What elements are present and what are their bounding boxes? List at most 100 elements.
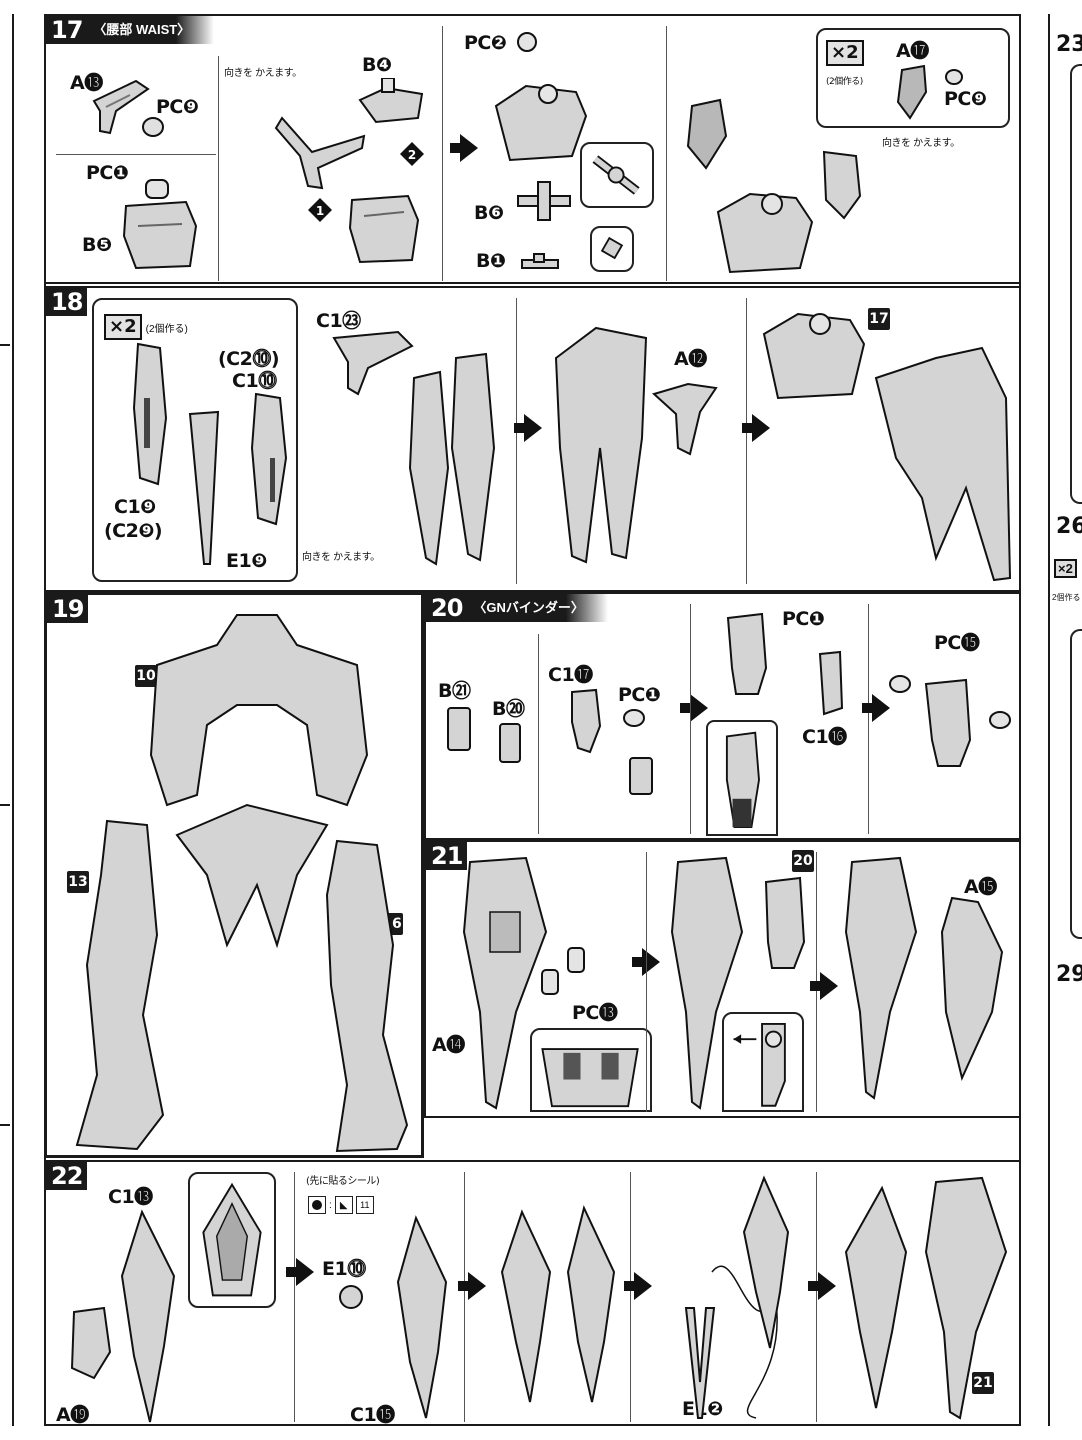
flow-arrow (450, 134, 478, 162)
step-20-title: 〈GNバインダー〉 (467, 594, 608, 622)
part-label-a15: A⓯ (964, 876, 997, 898)
poly-cap-pc9-right (944, 68, 964, 86)
part-label-c2-9: (C2❾) (104, 520, 163, 542)
part-c1-23 (328, 328, 418, 398)
right-leg (317, 835, 427, 1155)
part-e1-9 (184, 408, 224, 568)
waist-skirt-assembly (167, 795, 337, 955)
waist-assembly-mid (486, 76, 596, 166)
part-label-b21: B㉑ (438, 680, 471, 702)
x2-count: ×2 (826, 40, 864, 66)
x2-note: 2個作る (1052, 593, 1081, 602)
x2-note: (2個作る) (145, 323, 188, 335)
poly-cap-pc9 (141, 116, 165, 138)
flow-arrow (458, 1272, 486, 1300)
x2-badge: ×2 (2個作る) (104, 314, 188, 340)
connector-piece (626, 754, 656, 798)
sticker-instruction: : ◣ 11 (308, 1196, 374, 1214)
next-page-panel-2 (1070, 629, 1082, 939)
flow-arrow (624, 1272, 652, 1300)
part-label-pc2: PC❷ (464, 32, 507, 54)
poly-cap-pc1-a (622, 708, 646, 728)
x2-note: (2個作る) (826, 77, 863, 87)
detail-callout-joint (722, 1012, 804, 1112)
step-17-number: 17 (46, 16, 88, 44)
ref-step-20: 20 (792, 850, 814, 872)
step-18-number: 18 (46, 288, 88, 316)
part-c1-10 (246, 388, 290, 528)
step-17-title: 〈腰部 WAIST〉 (87, 16, 215, 44)
svg-text:1: 1 (316, 204, 324, 218)
part-c1-16 (816, 648, 846, 718)
skirt-assembly (546, 318, 656, 568)
part-label-a19: A⓳ (56, 1404, 89, 1426)
detail-callout-c1-17 (706, 720, 778, 836)
part-c1-15 (386, 1212, 456, 1422)
binder-a14-assembled (666, 852, 746, 1112)
part-label-e1-9: E1❾ (226, 550, 267, 572)
waist-assembled (710, 182, 820, 278)
step-18-header: 18 (46, 288, 88, 316)
step-26-number: 26 (1056, 514, 1082, 539)
blade-assembled (734, 1172, 794, 1352)
sticker-note: (先に貼るシール) (306, 1176, 380, 1187)
svg-text:2: 2 (408, 148, 416, 162)
step-20-panel: 20 〈GNバインダー〉 B㉑ B⑳ C1⓱ PC❶ PC❶ C1⓰ PC⓯ (424, 592, 1021, 840)
waist-assembled-ref (758, 304, 868, 404)
binder-joint-assembly (722, 608, 782, 698)
part-label-pc9-right: PC❾ (944, 88, 987, 110)
leg-blade-pair (394, 348, 504, 568)
part-a17 (892, 62, 932, 122)
ref-step-13: 13 (67, 871, 89, 893)
part-a13 (86, 71, 156, 141)
right-page-edge: 23 26 ×2 2個作る 29 (1048, 14, 1082, 1426)
part-a19 (64, 1302, 114, 1382)
part-label-pc15: PC⓯ (934, 632, 980, 654)
armor-piece-left (682, 96, 732, 172)
part-label-pc9: PC❾ (156, 96, 199, 118)
part-label-c1-15: C1⓯ (350, 1404, 395, 1426)
step-17-header: 17 〈腰部 WAIST〉 (46, 16, 215, 44)
left-leg (67, 815, 177, 1155)
flow-arrow (680, 694, 708, 722)
blade-final (832, 1182, 912, 1412)
part-label-c1-9: C1❾ (114, 496, 156, 518)
detail-callout-c1-13 (188, 1172, 276, 1308)
next-page-panel (1070, 64, 1082, 504)
step-21-number: 21 (426, 842, 468, 870)
part-b4 (356, 78, 426, 128)
part-label-pc1-a: PC❶ (618, 684, 661, 706)
step-marker-2: 2 (398, 140, 426, 168)
part-label-a13: A⓭ (70, 72, 103, 94)
step-marker-1: 1 (306, 196, 334, 224)
binder-joint-ref (760, 872, 810, 972)
poly-cap-pc2 (516, 30, 538, 54)
step-21-header: 21 (426, 842, 468, 870)
flow-arrow (810, 972, 838, 1000)
step-17-panel: 17 〈腰部 WAIST〉 A⓭ PC❾ PC❶ B❺ 向きを かえます。 B❹… (44, 14, 1021, 284)
part-label-c1-23: C1㉓ (316, 310, 361, 332)
part-a15 (932, 892, 1012, 1082)
step-19-number: 19 (47, 595, 89, 623)
part-label-b4: B❹ (362, 54, 392, 76)
part-b5-assembled (346, 176, 426, 266)
step-23-number: 23 (1056, 32, 1082, 57)
binder-joint-with-caps (886, 670, 1016, 770)
flow-arrow (742, 414, 770, 442)
sticker-apply-icon: ◣ (334, 1196, 353, 1214)
part-a13-rotated (272, 112, 372, 192)
sticker-icon (308, 1196, 326, 1214)
flow-arrow (286, 1258, 314, 1286)
turn-note: 向きを かえます。 (302, 552, 380, 563)
part-label-c1-16: C1⓰ (802, 726, 847, 748)
part-label-a12: A⓬ (674, 348, 707, 370)
sticker-number: 11 (355, 1196, 374, 1214)
step-19-panel: 19 10 13 16 (44, 592, 424, 1158)
detail-callout-pc13 (530, 1028, 652, 1112)
part-c1-13 (112, 1206, 182, 1426)
part-e1-10 (336, 1282, 366, 1312)
ref-step-17: 17 (868, 308, 890, 330)
flow-arrow (514, 414, 542, 442)
step-22-number: 22 (46, 1162, 88, 1190)
part-label-pc13: PC⓭ (572, 1002, 618, 1024)
